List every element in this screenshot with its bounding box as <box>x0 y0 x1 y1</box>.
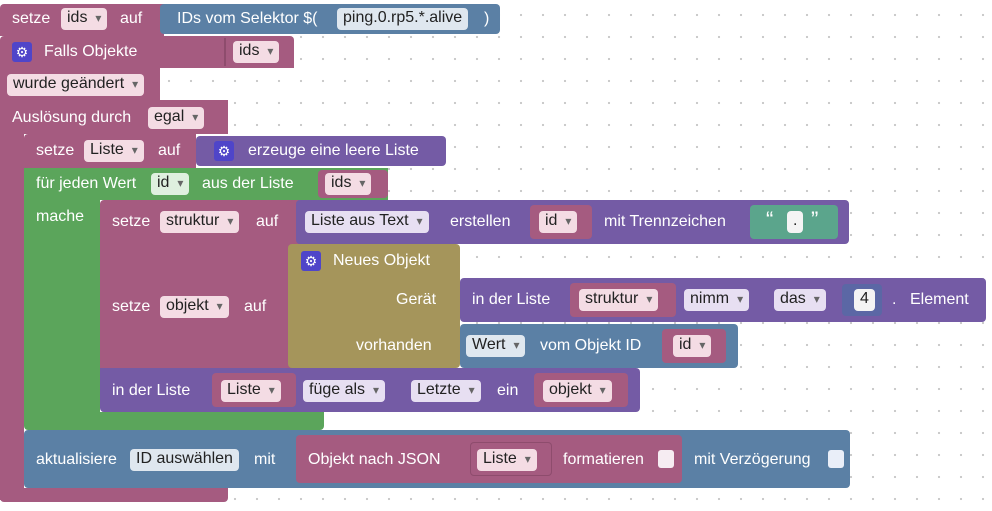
json-format-label: formatieren <box>563 451 644 468</box>
list-insert-item-dropdown[interactable]: objekt <box>543 380 612 402</box>
update-select-field[interactable]: ID auswählen <box>130 449 239 471</box>
set-liste-setze: setze <box>36 142 75 159</box>
loop-from-label: aus der Liste <box>202 175 294 192</box>
set-ids-var-dropdown[interactable]: ids <box>61 8 108 30</box>
list-insert-var-dropdown[interactable]: Liste <box>221 380 281 402</box>
gear-icon[interactable]: ⚙ <box>301 251 321 271</box>
event-block-spine <box>0 130 24 500</box>
set-ids-setze: setze <box>12 10 51 27</box>
loop-block-bottom <box>24 412 324 430</box>
set-objekt-setze: setze <box>112 298 151 315</box>
gear-icon[interactable]: ⚙ <box>214 141 234 161</box>
list-insert-ein: ein <box>497 382 519 399</box>
object-field-vorhanden: vorhanden <box>356 337 432 354</box>
list-get-label: in der Liste <box>472 291 551 308</box>
object-field-geraet: Gerät <box>396 291 437 308</box>
split-sep-label: mit Trennzeichen <box>604 213 726 230</box>
json-label: Objekt nach JSON <box>308 451 441 468</box>
list-get-dot: . <box>892 291 897 308</box>
loop-var-dropdown[interactable]: id <box>151 173 190 195</box>
split-mode-dropdown[interactable]: Liste aus Text <box>305 211 429 233</box>
set-liste-auf: auf <box>158 142 181 159</box>
set-liste-var-dropdown[interactable]: Liste <box>84 140 144 162</box>
trigger-condition-dropdown[interactable]: wurde geändert <box>7 74 145 96</box>
set-struktur-auf: auf <box>256 213 279 230</box>
list-get-where-dropdown[interactable]: das <box>774 289 826 311</box>
set-struktur-var-dropdown[interactable]: struktur <box>160 211 240 233</box>
set-ids-auf: auf <box>120 10 143 27</box>
event-block-bottom <box>0 488 228 502</box>
list-get-element-label: Element <box>910 291 969 308</box>
get-value-id-dropdown[interactable]: id <box>673 335 712 357</box>
new-object-label: Neues Objekt <box>333 252 430 269</box>
selector-close-paren: ) <box>484 10 490 27</box>
loop-list-dropdown[interactable]: ids <box>325 173 372 195</box>
separator-field[interactable]: . <box>787 211 804 233</box>
loop-label: für jeden Wert <box>36 175 137 192</box>
create-list-block[interactable] <box>196 136 446 166</box>
create-list-label: erzeuge eine leere Liste <box>248 142 419 159</box>
update-delay-checkbox[interactable] <box>828 450 844 468</box>
update-mit-label: mit <box>254 451 276 468</box>
trigger-source-dropdown[interactable]: egal <box>148 107 205 129</box>
quote-close-icon: ” <box>811 207 819 232</box>
index-field[interactable]: 4 <box>854 289 875 311</box>
trigger-var-dropdown[interactable]: ids <box>233 41 280 63</box>
loop-block-spine <box>24 198 100 418</box>
quote-open-icon: “ <box>766 207 774 232</box>
get-value-dropdown[interactable]: Wert <box>466 335 526 357</box>
trigger-label: Falls Objekte <box>44 43 138 60</box>
update-label: aktualisiere <box>36 451 117 468</box>
trigger-source-label: Auslösung durch <box>12 109 132 126</box>
list-insert-action-dropdown[interactable]: füge als <box>303 380 386 402</box>
json-format-checkbox[interactable] <box>658 450 674 468</box>
list-get-var-dropdown[interactable]: struktur <box>579 289 659 311</box>
update-delay-label: mit Verzögerung <box>694 451 811 468</box>
selector-label: IDs vom Selektor $( <box>177 10 318 27</box>
get-value-objid-label: vom Objekt ID <box>540 337 642 354</box>
split-id-dropdown[interactable]: id <box>539 211 578 233</box>
set-struktur-setze: setze <box>112 213 151 230</box>
set-objekt-auf: auf <box>244 298 267 315</box>
gear-icon[interactable]: ⚙ <box>12 42 32 62</box>
list-get-mode-dropdown[interactable]: nimm <box>684 289 750 311</box>
set-objekt-var-dropdown[interactable]: objekt <box>160 296 229 318</box>
list-insert-label: in der Liste <box>112 382 191 399</box>
selector-field[interactable]: ping.0.rp5.*.alive <box>337 8 469 30</box>
list-insert-position-dropdown[interactable]: Letzte <box>411 380 481 402</box>
json-list-dropdown[interactable]: Liste <box>477 449 537 471</box>
split-create-label: erstellen <box>450 213 511 230</box>
loop-do-label: mache <box>36 208 85 225</box>
